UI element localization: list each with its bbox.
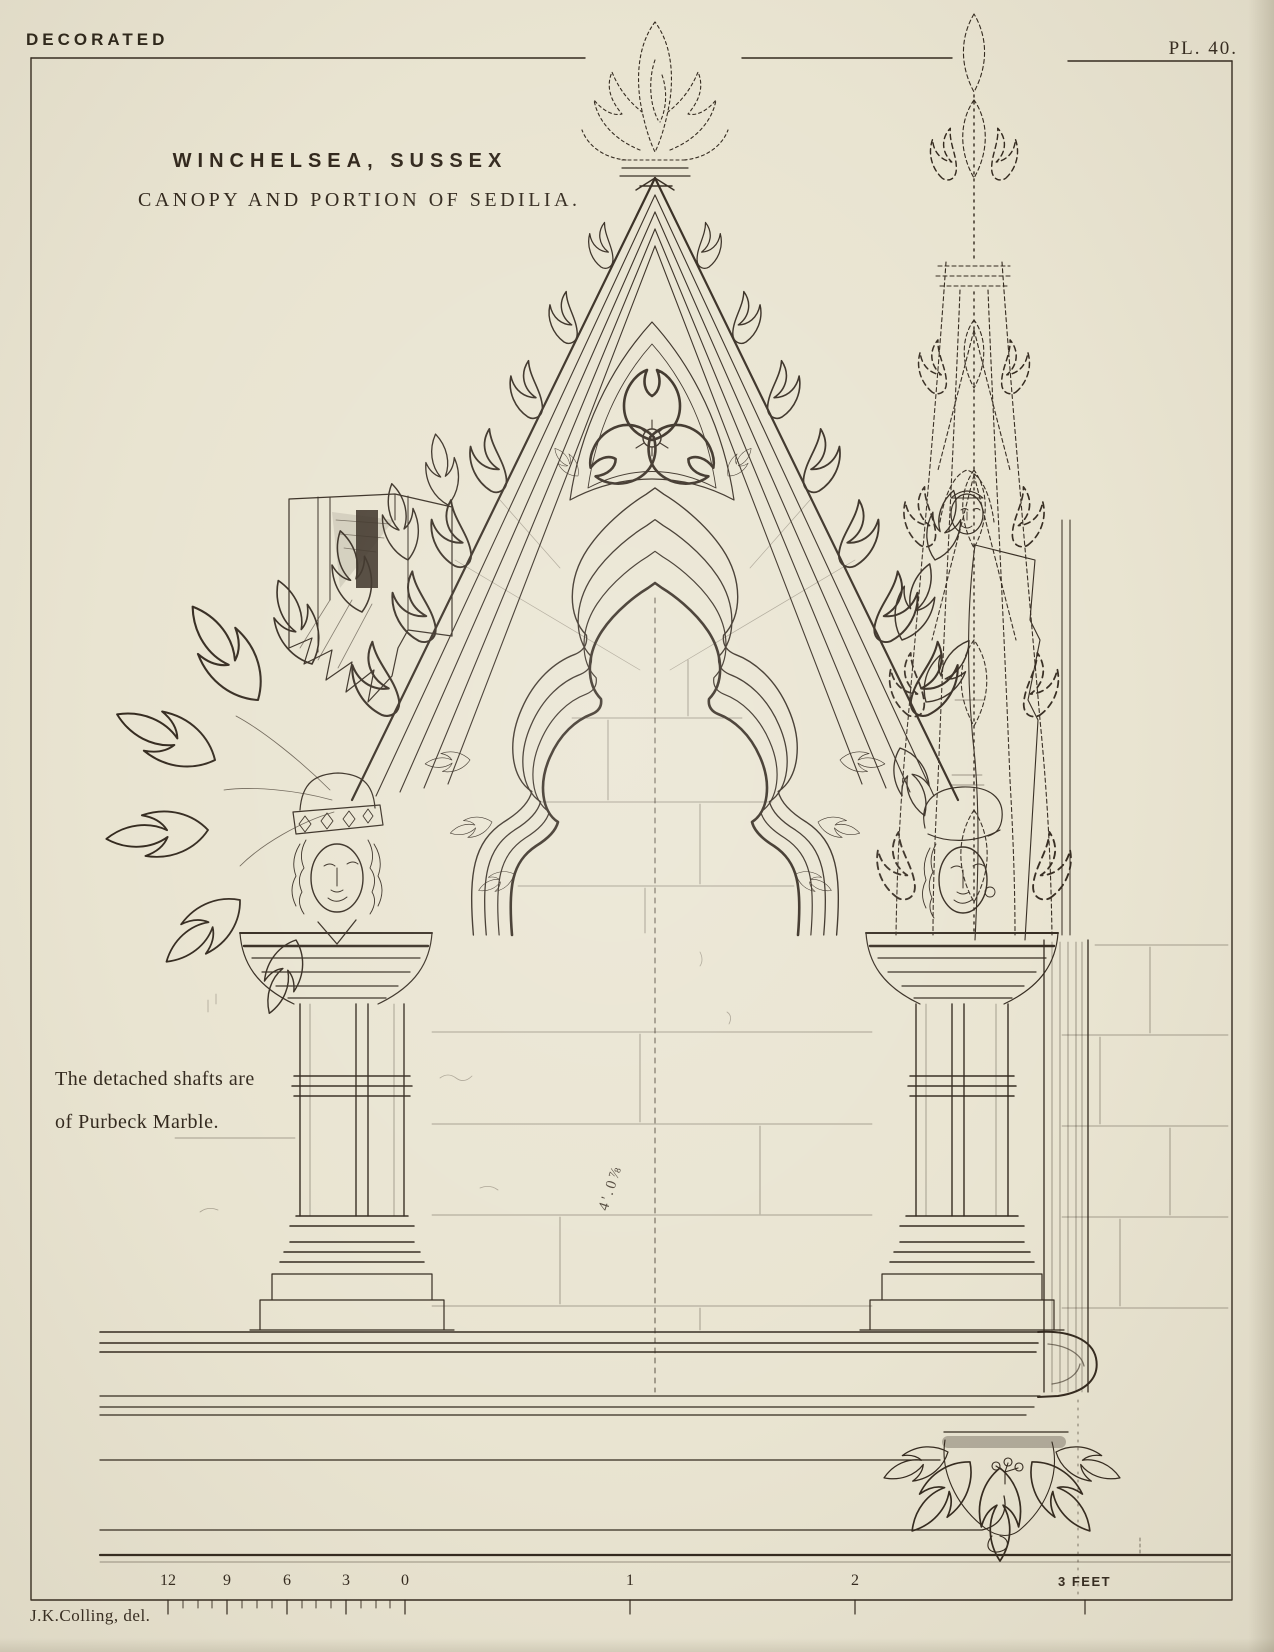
scale-label-0: 0 <box>401 1572 409 1589</box>
scale-label-3ft: 3 FEET <box>1058 1574 1112 1589</box>
left-foliage-spray <box>103 430 465 1020</box>
plate-title: WINCHELSEA, SUSSEX CANOPY AND PORTION OF… <box>138 150 581 212</box>
scale-label-2ft: 2 <box>851 1572 859 1589</box>
ashlar-masonry <box>174 659 1229 1331</box>
materials-note-line2: of Purbeck Marble. <box>55 1111 219 1133</box>
plate-number: PL. 40. <box>1168 38 1238 59</box>
center-line <box>654 597 1141 1599</box>
left-carved-head <box>291 772 384 945</box>
materials-note-line1: The detached shafts are <box>55 1068 255 1090</box>
apex-finial <box>581 21 729 191</box>
engraver-credit: J.K.Colling, del. <box>30 1606 151 1625</box>
broken-shaft-fragment <box>288 493 453 703</box>
scale-label-6: 6 <box>283 1572 291 1589</box>
construction-lines <box>454 499 856 671</box>
scale-label-1ft: 1 <box>626 1572 634 1589</box>
crocketed-gable <box>337 176 973 802</box>
cusped-arch <box>471 487 839 937</box>
plate-frame <box>30 57 1233 1601</box>
left-column <box>239 932 455 1331</box>
statue-fragment <box>949 490 1041 941</box>
scale-bar-ticks <box>167 1599 1086 1615</box>
right-carved-head <box>922 786 1003 919</box>
title-subject: CANOPY AND PORTION OF SEDILIA. <box>138 189 581 211</box>
right-column <box>859 519 1089 1393</box>
bench-plinth <box>98 1330 1232 1563</box>
scale-label-9: 9 <box>223 1572 231 1589</box>
title-location: WINCHELSEA, SUSSEX <box>172 150 508 172</box>
scale-label-3: 3 <box>342 1572 350 1589</box>
trefoil-medallion <box>569 321 735 501</box>
foliage-corbel <box>877 1437 1127 1562</box>
scale-label-12: 12 <box>160 1572 176 1589</box>
stray-marks <box>199 951 731 1213</box>
materials-note: The detached shafts are of Purbeck Marbl… <box>55 1058 255 1144</box>
restored-pinnacle <box>863 13 1085 941</box>
series-label: DECORATED <box>26 30 169 49</box>
